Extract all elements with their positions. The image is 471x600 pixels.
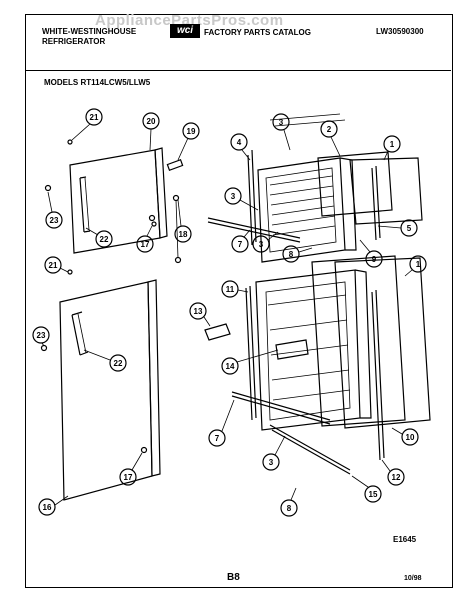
callout: 17 xyxy=(119,452,143,486)
callout: 20 xyxy=(142,112,160,151)
callout-number: 19 xyxy=(187,127,196,136)
callout: 11 xyxy=(221,280,249,298)
callout: 18 xyxy=(174,199,192,243)
callout: 21 xyxy=(71,108,103,141)
callout: 3 xyxy=(262,435,286,471)
catalog-number: LW30590300 xyxy=(376,27,424,36)
callout-number: 23 xyxy=(37,331,46,340)
fresh-food-liner-assembly xyxy=(204,255,431,475)
callout: 1 xyxy=(404,255,427,277)
callout: 21 xyxy=(44,256,69,274)
fresh-food-door xyxy=(59,279,161,501)
callout-number: 21 xyxy=(49,261,58,270)
callout-number: 22 xyxy=(100,235,109,244)
wci-logo: wci xyxy=(170,24,200,38)
callout-number: 2 xyxy=(327,125,332,134)
callout-number: 17 xyxy=(124,473,133,482)
callout: 13 xyxy=(189,302,211,327)
callout-number: 8 xyxy=(289,250,294,259)
callout: 12 xyxy=(381,459,405,486)
callout-number: 15 xyxy=(369,490,378,499)
callout: 8 xyxy=(280,487,298,517)
callout: 7 xyxy=(208,399,235,447)
callout: 15 xyxy=(351,475,382,503)
callout-number: 1 xyxy=(390,140,395,149)
callout: 14 xyxy=(221,349,279,375)
freezer-liner-assembly xyxy=(207,113,423,263)
callout-number: 7 xyxy=(238,240,243,249)
callout: 2 xyxy=(320,120,341,157)
callout-number: 22 xyxy=(114,359,123,368)
callout-number: 5 xyxy=(407,224,412,233)
page-number: B8 xyxy=(227,572,240,583)
callout-number: 20 xyxy=(147,117,156,126)
callout: 7 xyxy=(231,229,251,253)
figure-code: E1645 xyxy=(393,535,417,544)
callout-number: 3 xyxy=(259,240,264,249)
callout-number: 3 xyxy=(269,458,274,467)
callout: 10 xyxy=(391,427,419,446)
callout-number: 9 xyxy=(372,255,377,264)
callout: 19 xyxy=(177,122,200,161)
callout-number: 12 xyxy=(392,473,401,482)
callout: 3 xyxy=(224,187,259,211)
callout: 8 xyxy=(282,245,313,263)
callout-number: 16 xyxy=(43,503,52,512)
callout: 16 xyxy=(38,495,69,516)
freezer-door xyxy=(69,147,168,254)
callout-number: 3 xyxy=(231,192,236,201)
brand-line-1: WHITE-WESTINGHOUSE xyxy=(42,27,137,36)
callout: 22 xyxy=(85,227,113,248)
callout: 1 xyxy=(383,135,401,161)
callout-number: 23 xyxy=(50,216,59,225)
callout-number: 3 xyxy=(279,118,284,127)
header-rule xyxy=(26,70,451,71)
callout-number: 11 xyxy=(226,285,235,294)
catalog-title: FACTORY PARTS CATALOG xyxy=(204,28,311,37)
callout-number: 8 xyxy=(287,504,292,513)
callout: 3 xyxy=(272,113,291,151)
models-label: MODELS RT114LCW5/LLW5 xyxy=(44,78,151,87)
callout: 5 xyxy=(377,219,418,237)
revision-date: 10/98 xyxy=(404,575,422,582)
callout-number: 4 xyxy=(237,138,242,147)
hinge-hardware xyxy=(40,139,184,454)
brand-line-2: REFRIGERATOR xyxy=(42,37,106,46)
callout: 23 xyxy=(32,326,50,347)
callout-number: 21 xyxy=(90,113,99,122)
callout-number: 7 xyxy=(215,434,220,443)
callout-number: 18 xyxy=(179,230,188,239)
callout-number: 13 xyxy=(194,307,203,316)
callout-number: 1 xyxy=(416,260,421,269)
callout: 22 xyxy=(83,349,127,372)
callout-number: 10 xyxy=(406,433,415,442)
callout: 23 xyxy=(45,191,63,229)
callout-number: 17 xyxy=(141,240,150,249)
callout: 17 xyxy=(136,225,154,253)
callout-number: 14 xyxy=(226,362,235,371)
watermark: AppliancePartsPros.com xyxy=(95,12,284,29)
callout: 9 xyxy=(359,239,383,268)
callout: 3 xyxy=(252,231,279,253)
callout: 4 xyxy=(230,133,251,161)
